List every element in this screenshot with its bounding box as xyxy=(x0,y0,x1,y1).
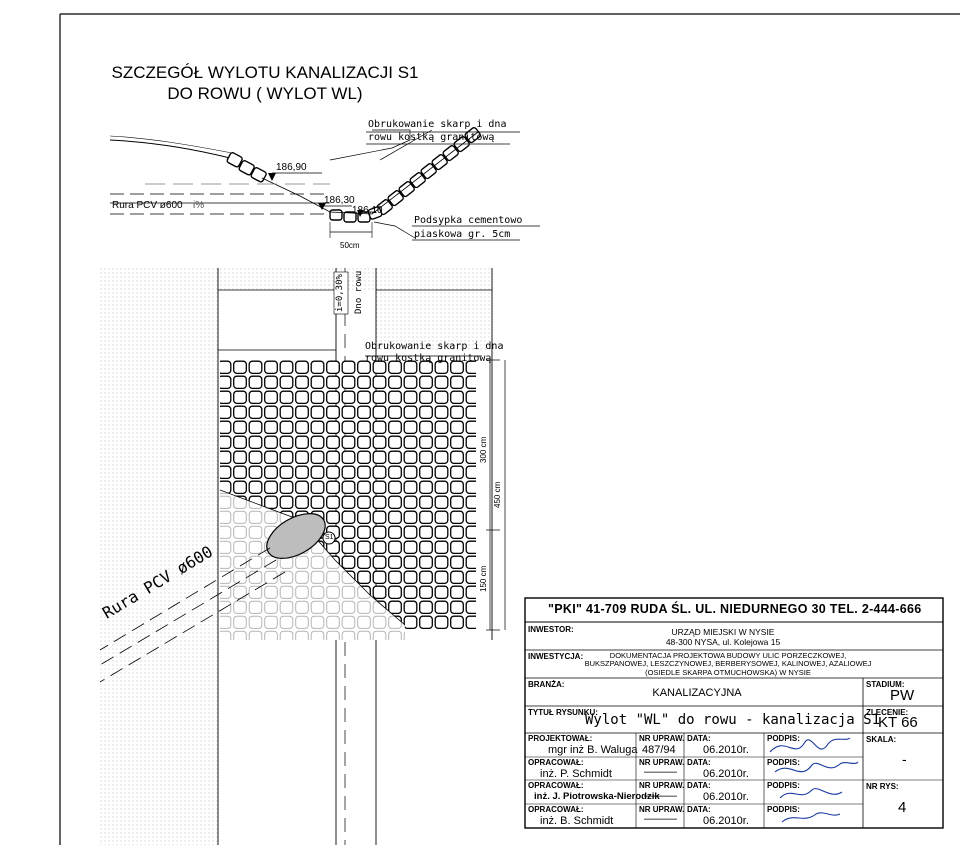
level-186-30: 186,30 xyxy=(324,195,355,206)
stage-label: STADIUM: xyxy=(866,680,905,689)
order-value: KT 66 xyxy=(878,714,918,731)
title-block-frame xyxy=(524,597,944,829)
signature-label: PODPIS: xyxy=(767,781,800,790)
license-value: ——— xyxy=(644,766,677,778)
license-label: NR UPRAW. xyxy=(639,758,685,767)
license-value: ——— xyxy=(644,813,677,825)
scale-value: - xyxy=(902,751,907,767)
section-pipe-label: Rura PCV ø600 xyxy=(112,200,183,211)
license-label: NR UPRAW. xyxy=(639,805,685,814)
section-paving-label-2: rowu kostką granitową xyxy=(368,132,495,143)
signature-label: PODPIS: xyxy=(767,758,800,767)
scale-label: SKALA: xyxy=(866,735,897,744)
signature-label: PODPIS: xyxy=(767,734,800,743)
level-186-10: 186,10 xyxy=(352,205,383,216)
investment-line-2: BUKSZPANOWEJ, LESZCZYNOWEJ, BERBERYSOWEJ… xyxy=(584,659,872,668)
investor-line-2: 48-300 NYSA, ul. Kolejowa 15 xyxy=(665,637,781,647)
signatures xyxy=(769,737,859,823)
date-label: DATA: xyxy=(687,734,711,743)
person-name: inż. B. Schmidt xyxy=(540,815,614,827)
section-paving-label-1: Obrukowanie skarp i dna xyxy=(368,119,507,130)
person-name: mgr inż B. Waluga xyxy=(548,744,638,756)
dim-300cm: 300 cm xyxy=(479,436,488,463)
investor-label: INWESTOR: xyxy=(528,625,574,634)
person-name: inż. J. Piotrowska-Nierodzik xyxy=(534,791,660,802)
company-header: "PKI" 41-709 RUDA ŚL. UL. NIEDURNEGO 30 … xyxy=(548,602,922,616)
license-value: ——— xyxy=(644,790,677,802)
role-label: OPRACOWAŁ: xyxy=(528,781,584,790)
investment-line-1: DOKUMENTACJA PROJEKTOWA BUDOWY ULIC PORZ… xyxy=(609,651,847,660)
role-label: PROJEKTOWAŁ: xyxy=(528,734,593,743)
investment-label: INWESTYCJA: xyxy=(528,652,584,661)
stage-value: PW xyxy=(890,687,915,704)
role-label: OPRACOWAŁ: xyxy=(528,805,584,814)
node-s1: S1 xyxy=(325,534,334,541)
investor-line-1: URZĄD MIEJSKI W NYSIE xyxy=(671,627,775,637)
drawing-title: SZCZEGÓŁ WYLOTU KANALIZACJI S1 DO ROWU (… xyxy=(111,63,419,103)
section-slope-label: i% xyxy=(193,200,205,211)
branch-value: KANALIZACYJNA xyxy=(652,687,742,699)
date-value: 06.2010r. xyxy=(703,768,749,780)
plan-paving-label-1: Obrukowanie skarp i dna xyxy=(365,341,504,352)
date-value: 06.2010r. xyxy=(703,744,749,756)
dim-50cm: 50cm xyxy=(340,241,360,250)
drawing-title-label: TYTUŁ RYSUNKU: xyxy=(528,708,598,717)
date-label: DATA: xyxy=(687,805,711,814)
person-name: inż. P. Schmidt xyxy=(540,768,612,780)
license-label: NR UPRAW. xyxy=(639,781,685,790)
ditch-label: Dno rowu xyxy=(354,270,364,314)
bedding-label-1: Podsypka cementowo xyxy=(414,215,523,226)
sheet-number: 4 xyxy=(898,799,907,816)
date-value: 06.2010r. xyxy=(703,815,749,827)
license-value: 487/94 xyxy=(642,744,676,756)
level-186-90: 186,90 xyxy=(276,162,307,173)
dim-450cm: 450 cm xyxy=(493,481,502,508)
drawing-title-value: Wylot "WL" do rowu - kanalizacja S1 xyxy=(585,712,881,728)
sheet-label: NR RYS: xyxy=(866,782,899,791)
bedding-label-2: piaskowa gr. 5cm xyxy=(414,229,511,240)
license-label: NR UPRAW. xyxy=(639,734,685,743)
date-label: DATA: xyxy=(687,758,711,767)
signature-label: PODPIS: xyxy=(767,805,800,814)
investment-line-3: (OSIEDLE SKARPA OTMUCHOWSKA) W NYSIE xyxy=(645,668,811,677)
cross-section xyxy=(109,127,540,241)
plan-view xyxy=(99,268,506,845)
plan-paving-label-2: rowu kostką granitową xyxy=(365,353,492,364)
date-label: DATA: xyxy=(687,781,711,790)
order-label: ZLECENIE: xyxy=(866,708,909,717)
date-value: 06.2010r. xyxy=(703,791,749,803)
dim-150cm: 150 cm xyxy=(479,565,488,592)
plan-slope-label: i=0,30% xyxy=(335,274,345,312)
branch-label: BRANŻA: xyxy=(528,680,565,689)
role-label: OPRACOWAŁ: xyxy=(528,758,584,767)
